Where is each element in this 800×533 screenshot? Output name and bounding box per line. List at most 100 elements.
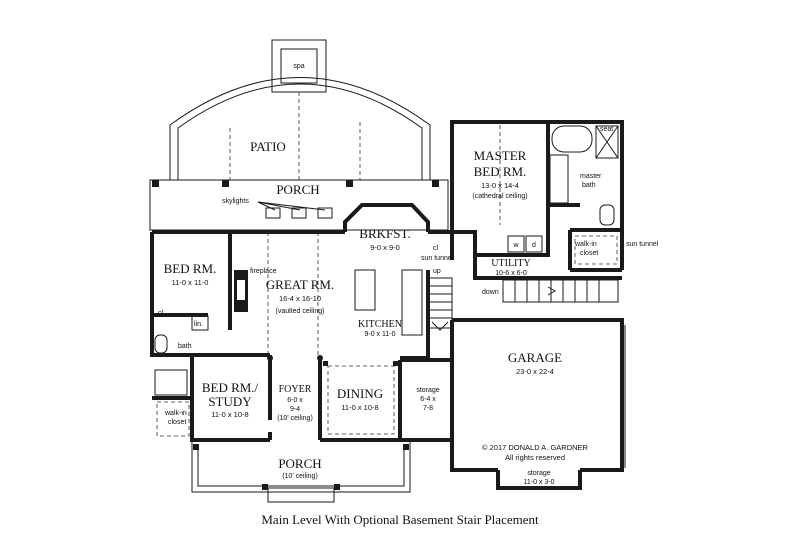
utility-name: UTILITY [491,258,530,269]
walkin-master-1: walk-in [574,241,597,248]
front-porch-outline [191,440,411,493]
dining-column [393,361,398,366]
porch-post [346,180,353,187]
sun-tunnel-right: sun tunnel [626,241,659,248]
plan-caption: Main Level With Optional Basement Stair … [261,512,539,527]
study-closet [156,401,190,437]
breakfast-bay [343,203,430,232]
great-rm-dims: 16-4 x 16-10 [279,294,321,303]
front-steps [267,487,335,503]
storage-garage-dims: 11-0 x 3-0 [524,479,555,486]
garage-name: GARAGE [508,350,562,365]
master-bath-1: master [580,173,602,180]
copyright-1: © 2017 DONALD A. GARDNER [482,443,589,452]
storage-garage-name: storage [527,470,550,477]
garage-dims: 23-0 x 22-4 [516,367,554,376]
master-bed-name-1: MASTER [474,148,527,163]
vanity [549,154,569,204]
porch-post [152,180,159,187]
dining-ceiling [327,365,395,435]
porch-post [432,180,439,187]
dining-dims: 11-0 x 10-8 [341,403,378,412]
great-rm-name: GREAT RM. [266,277,334,292]
skylight-3 [317,207,333,219]
stair-arrow [431,321,449,331]
dryer-label: d [532,242,536,249]
bed-rm-name: BED RM. [164,261,217,276]
foyer-note: (10' ceiling) [277,415,313,422]
kitchen-counter [401,269,423,336]
skylight-2 [291,207,307,219]
master-bed-walls [450,120,550,260]
foyer-dims-1: 6-0 x [287,397,303,404]
bath-label: bath [178,343,192,350]
study-dims: 11-0 x 10-8 [211,410,248,419]
lin-label: lin. [194,321,203,328]
skylight-arrow-3 [257,201,326,211]
linen-closet [191,315,209,331]
toilet [599,204,615,226]
foyer-name: FOYER [279,384,312,395]
garage-storage [496,470,582,490]
garage-west-wall [450,320,498,472]
walkin-master-2: closet [580,250,598,257]
porch-post [222,180,229,187]
storage-mid-dims-1: 6-4 x [420,396,436,403]
front-porch-name: PORCH [278,456,321,471]
cl-bed: cl [158,310,164,317]
walkin-study-1: walk-in [164,410,187,417]
study-name-2: STUDY [208,394,252,409]
washer [507,235,525,253]
foyer-dims-2: 9-4 [290,406,300,413]
bed-rm-dims: 11-0 x 11-0 [172,278,209,287]
brkfst-dims: 9-0 x 9-0 [370,243,400,252]
utility-bottom-wall [473,255,622,280]
dryer [525,235,543,253]
seat-label: seat [600,126,613,133]
stair-treads-up [428,285,452,319]
bath-toilet [154,334,168,354]
dining-column [323,361,328,366]
shower [595,125,619,159]
down-label: down [482,289,499,296]
skylight-arrow-1 [257,201,276,211]
foyer-column [317,355,323,361]
patio-label: PATIO [250,139,286,154]
walkin-study-2: closet [168,419,186,426]
front-post [262,484,268,490]
washer-label: w [512,242,519,249]
stairs-down [502,279,619,303]
stair-treads-down [514,280,600,302]
master-bed-name-2: BED RM. [474,164,527,179]
sun-tunnel-mid: sun tunnel [421,255,454,262]
front-porch-note: (10' ceiling) [282,473,318,480]
great-rm-note: (vaulted ceiling) [275,308,324,315]
master-bed-dims: 13-0 x 14-4 [481,181,519,190]
skylights-label: skylights [222,198,249,205]
patio-inner-outline [177,83,423,180]
cl-brk: cl [433,245,439,252]
front-porch-inner [197,446,405,487]
storage-mid-name: storage [416,387,439,394]
kitchen-dims: 9-0 x 11-0 [365,331,396,338]
front-post [193,444,199,450]
skylight-1 [265,207,281,219]
front-post [403,444,409,450]
kitchen-island [354,269,376,311]
master-bed-note: (cathedral ceiling) [472,193,527,200]
down-arrow [547,286,557,296]
shower-x-2 [595,125,619,159]
master-bath-2: bath [582,182,596,189]
master-bath-walls [548,120,624,270]
copyright-2: All rights reserved [505,453,565,462]
spa-inner [280,48,318,84]
up-label: up [433,268,441,275]
garage-walls [452,318,624,472]
patio-outline [169,77,431,180]
rear-porch-label: PORCH [276,182,319,197]
bathtub [551,125,593,153]
front-post [334,484,340,490]
storage-mid-dims-2: 7-8 [423,405,433,412]
dining-name: DINING [337,386,383,401]
